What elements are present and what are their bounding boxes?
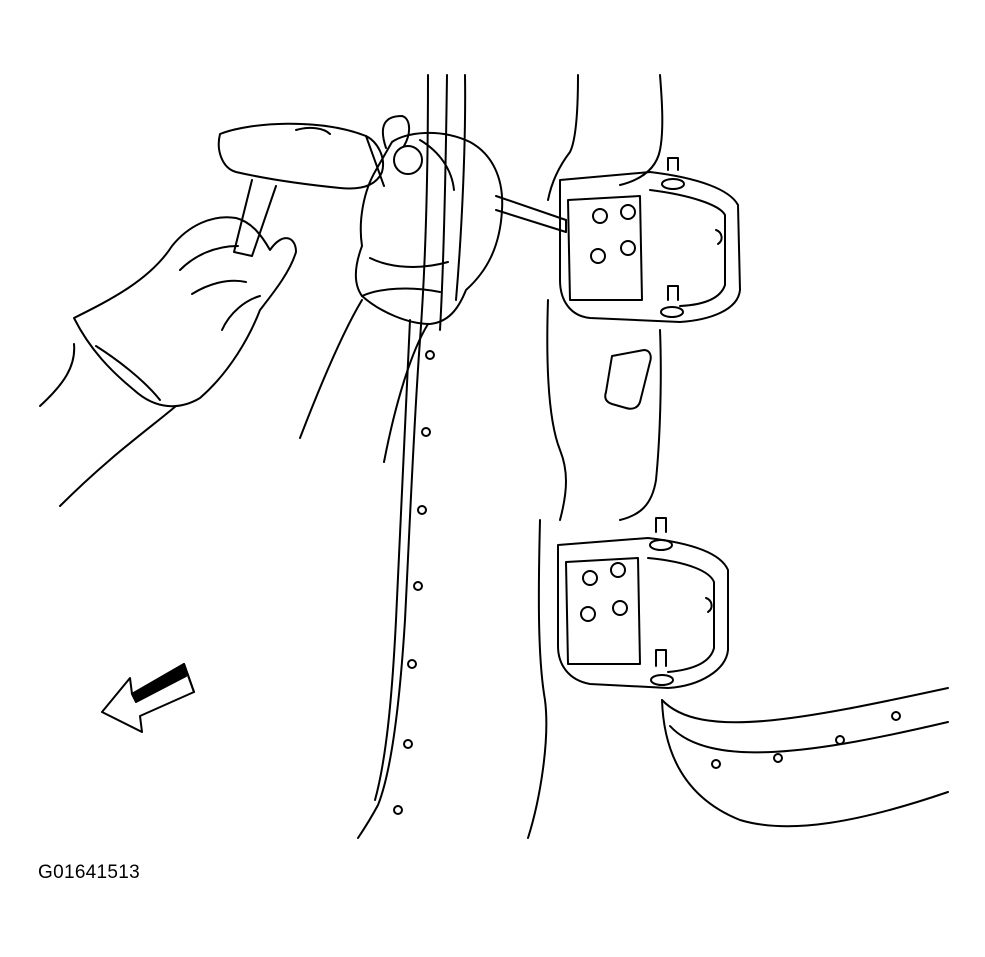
gloved-hand-holding-hammer — [39, 216, 297, 507]
body-pillar — [357, 74, 949, 839]
figure-id-label: G01641513 — [38, 862, 141, 883]
front-direction-arrow-icon — [101, 663, 195, 733]
lower-hinge — [557, 517, 729, 689]
upper-hinge — [559, 157, 741, 323]
pillar-weld-dots — [393, 350, 435, 815]
pin-punch — [495, 195, 567, 233]
gloved-hand-holding-punch — [299, 115, 504, 463]
hammer — [217, 122, 385, 257]
